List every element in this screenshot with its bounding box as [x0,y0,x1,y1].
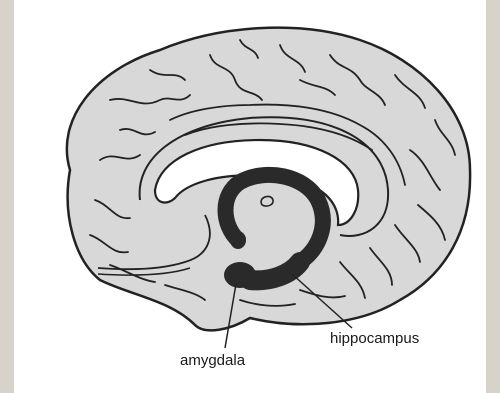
fornix-bulb [230,231,246,249]
amygdala-structure [224,262,256,288]
amygdala-label: amygdala [180,352,245,369]
hippocampus-label: hippocampus [330,330,419,347]
